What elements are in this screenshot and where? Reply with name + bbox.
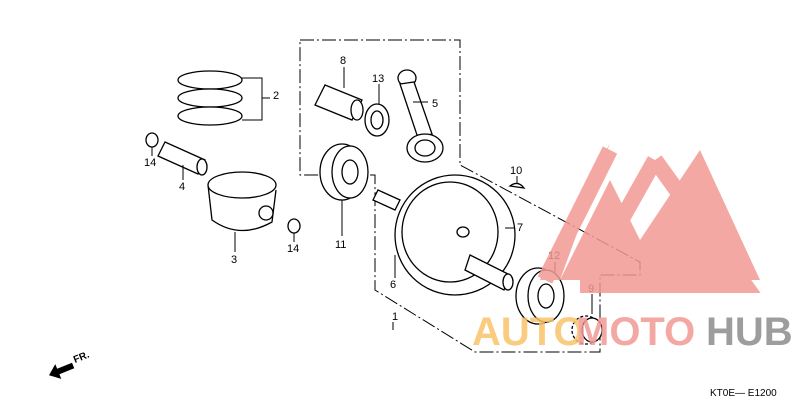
- piston-rings: [177, 70, 243, 126]
- callout-8: 8: [340, 55, 346, 67]
- assembly-outline: [299, 39, 641, 353]
- watermark-auto: AUTO: [472, 310, 585, 354]
- timing-sprocket: [571, 315, 603, 345]
- watermark-moto: MOTO: [576, 310, 695, 354]
- callout-14: 14: [287, 243, 299, 255]
- piston: [207, 171, 277, 232]
- piston-pin-clip: [145, 132, 159, 148]
- front-label: FR.: [72, 349, 91, 365]
- connecting-rod: [397, 69, 444, 163]
- watermark-logo: AUTO MOTO HUB: [470, 143, 793, 354]
- callout-7: 7: [517, 222, 523, 234]
- callout-13: 13: [372, 73, 384, 85]
- piston-pin: [157, 141, 208, 176]
- callout-11: 11: [335, 239, 346, 251]
- watermark-triangle: [470, 143, 760, 280]
- piston-pin-clip: [287, 218, 301, 234]
- callout-5: 5: [432, 98, 438, 110]
- callout-1: 1: [392, 311, 398, 323]
- woodruff-key: [508, 182, 526, 189]
- callout-2: 2: [273, 90, 279, 102]
- ball-bearing-left: [319, 143, 369, 201]
- crank-pin: [314, 84, 364, 121]
- callout-6: 6: [390, 279, 396, 291]
- watermark-hub: HUB: [706, 310, 793, 354]
- front-direction-arrow: [49, 362, 75, 379]
- callout-3: 3: [231, 254, 237, 266]
- crankshaft: [372, 174, 516, 296]
- callout-10: 10: [510, 165, 522, 177]
- callout-14: 14: [144, 157, 156, 169]
- callout-4: 4: [179, 181, 185, 193]
- diagram-code: KT0E— E1200: [710, 388, 777, 399]
